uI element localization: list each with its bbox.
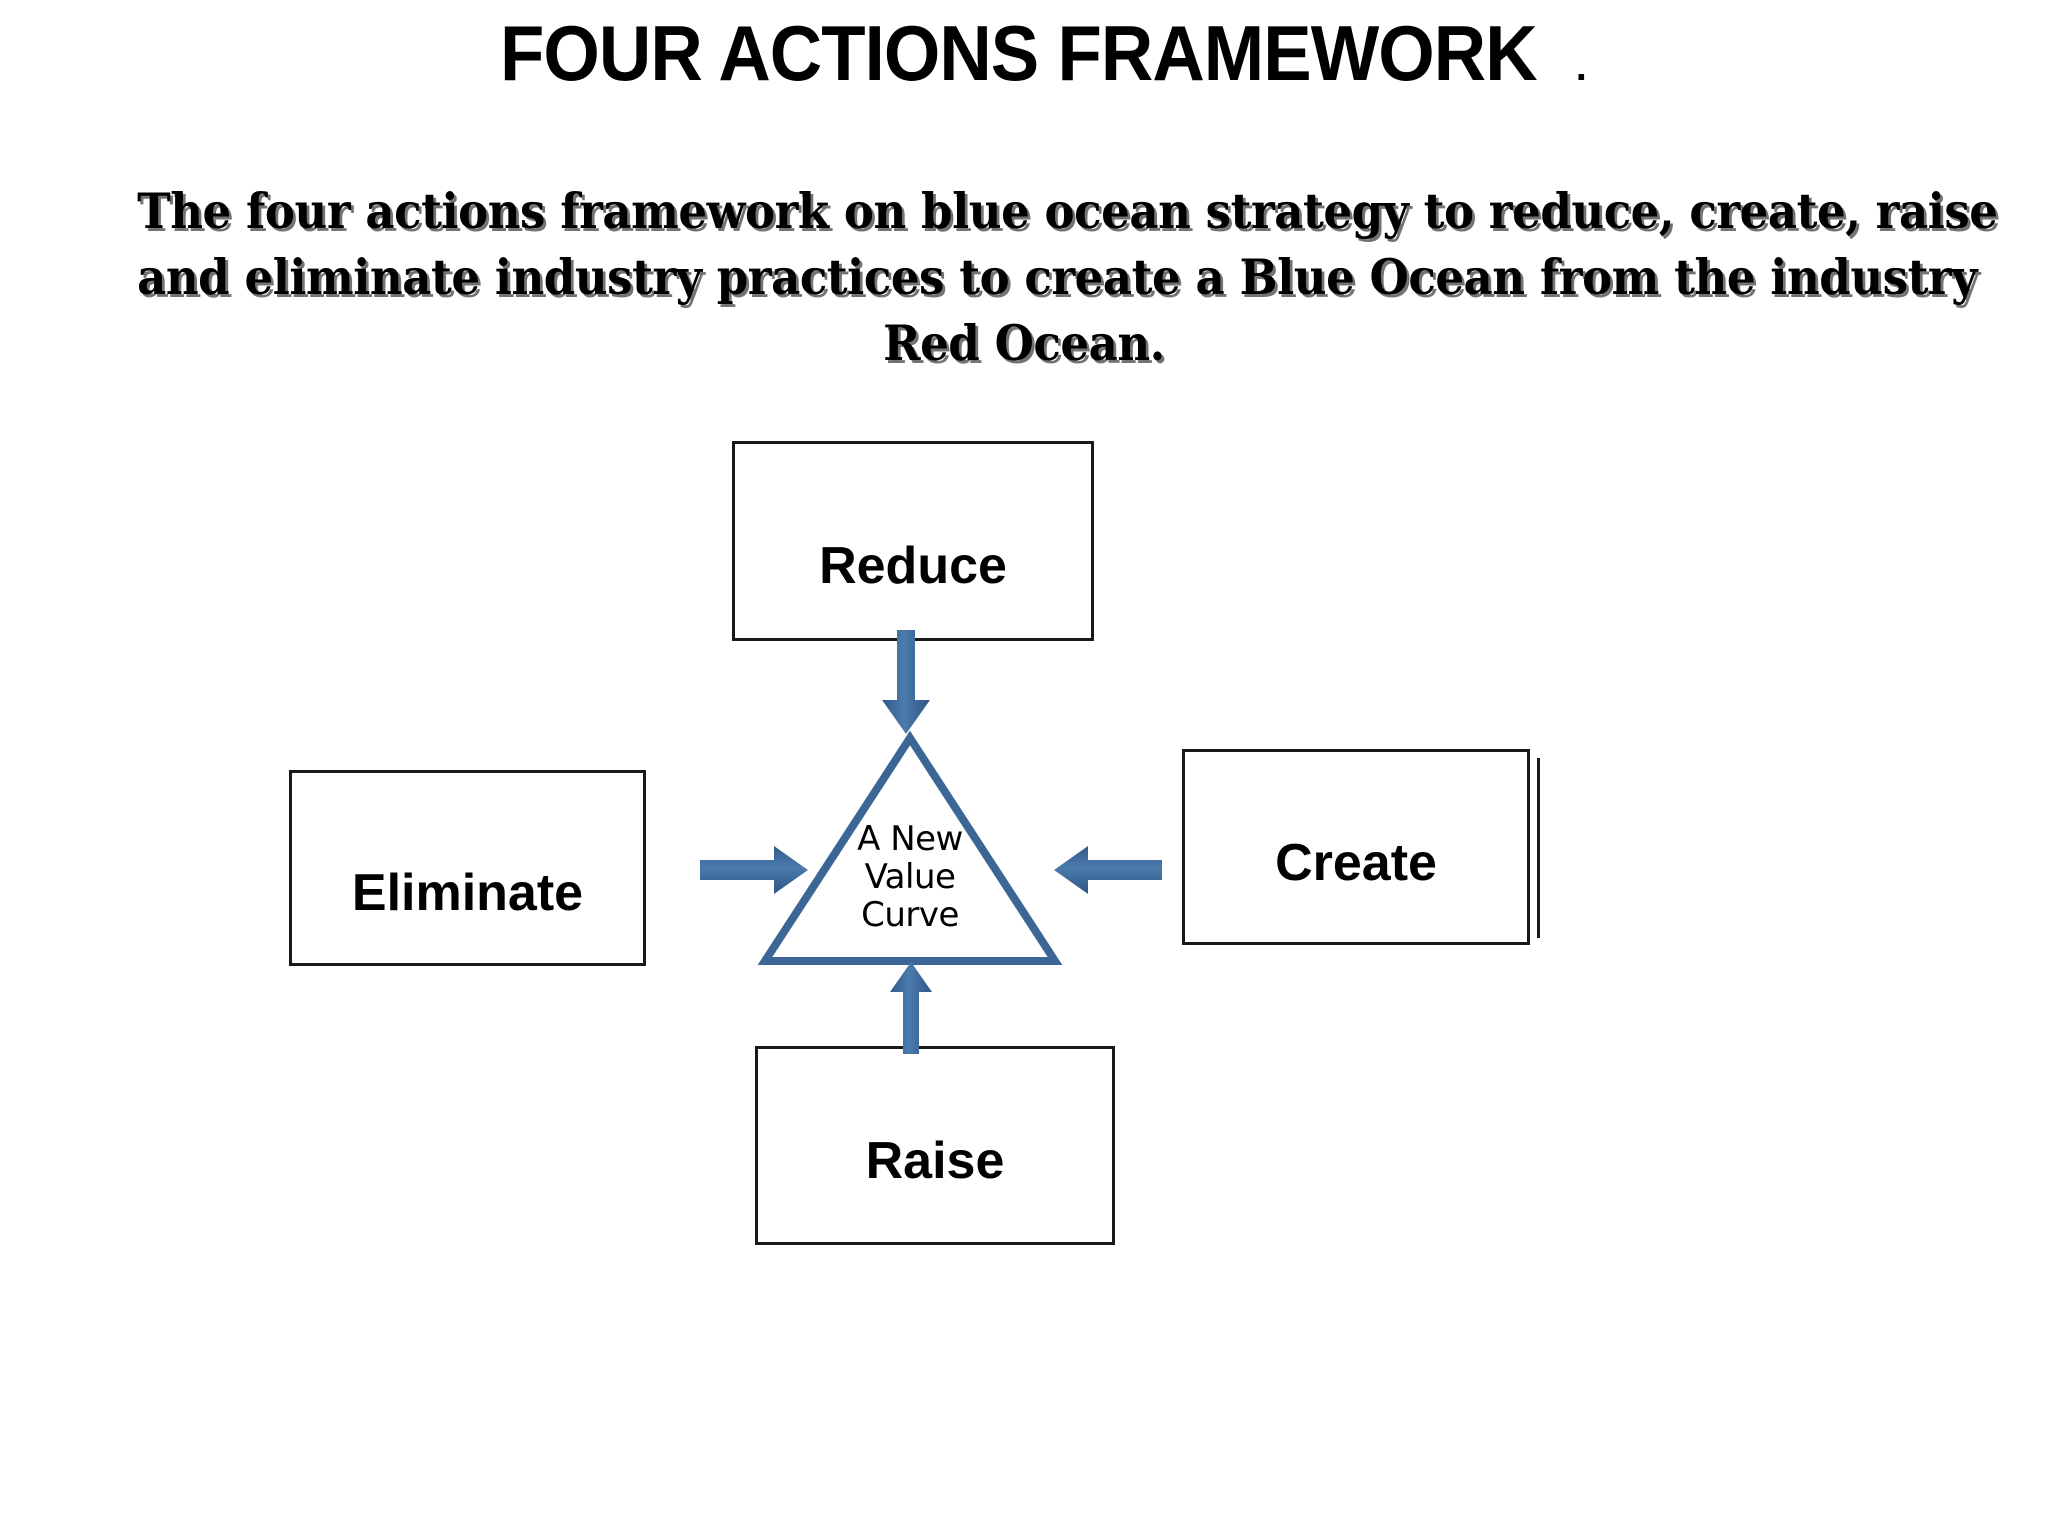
page-title-text: FOUR ACTIONS FRAMEWORK (500, 9, 1538, 97)
triangle-label-line-2: Value (864, 857, 956, 897)
diagram-node-eliminate-label: Eliminate (351, 864, 584, 922)
page-title-period: . (1575, 45, 1587, 89)
diagram-center-triangle (755, 728, 1065, 973)
up-arrow-icon (886, 962, 936, 1059)
diagram-node-raise-label: Raise (865, 1132, 1005, 1190)
right-arrow-icon (700, 842, 812, 903)
diagram-node-create-label: Create (1275, 834, 1437, 892)
subtitle-line-3: Red Ocean. (883, 314, 1165, 372)
diagram-node-create-edge-artifact (1537, 758, 1540, 938)
subtitle-line-1: The four actions framework on blue ocean… (137, 182, 1998, 240)
diagram-node-reduce[interactable]: Reduce (732, 441, 1094, 641)
diagram-node-reduce-label: Reduce (819, 537, 1007, 595)
diagram-center-triangle-label: A New Value Curve (790, 820, 1030, 934)
diagram-node-create[interactable]: Create (1182, 749, 1530, 945)
diagram-node-eliminate[interactable]: Eliminate (289, 770, 646, 966)
down-arrow-icon (878, 630, 934, 743)
left-arrow-icon (1050, 842, 1162, 903)
triangle-label-line-3: Curve (861, 895, 959, 935)
subtitle-line-2: and eliminate industry practices to crea… (137, 248, 1977, 306)
page-title: FOUR ACTIONS FRAMEWORK. (0, 14, 2048, 92)
triangle-label-line-1: A New (857, 819, 963, 859)
subtitle: The four actions framework on blue ocean… (60, 178, 1998, 376)
diagram-node-raise[interactable]: Raise (755, 1046, 1115, 1245)
